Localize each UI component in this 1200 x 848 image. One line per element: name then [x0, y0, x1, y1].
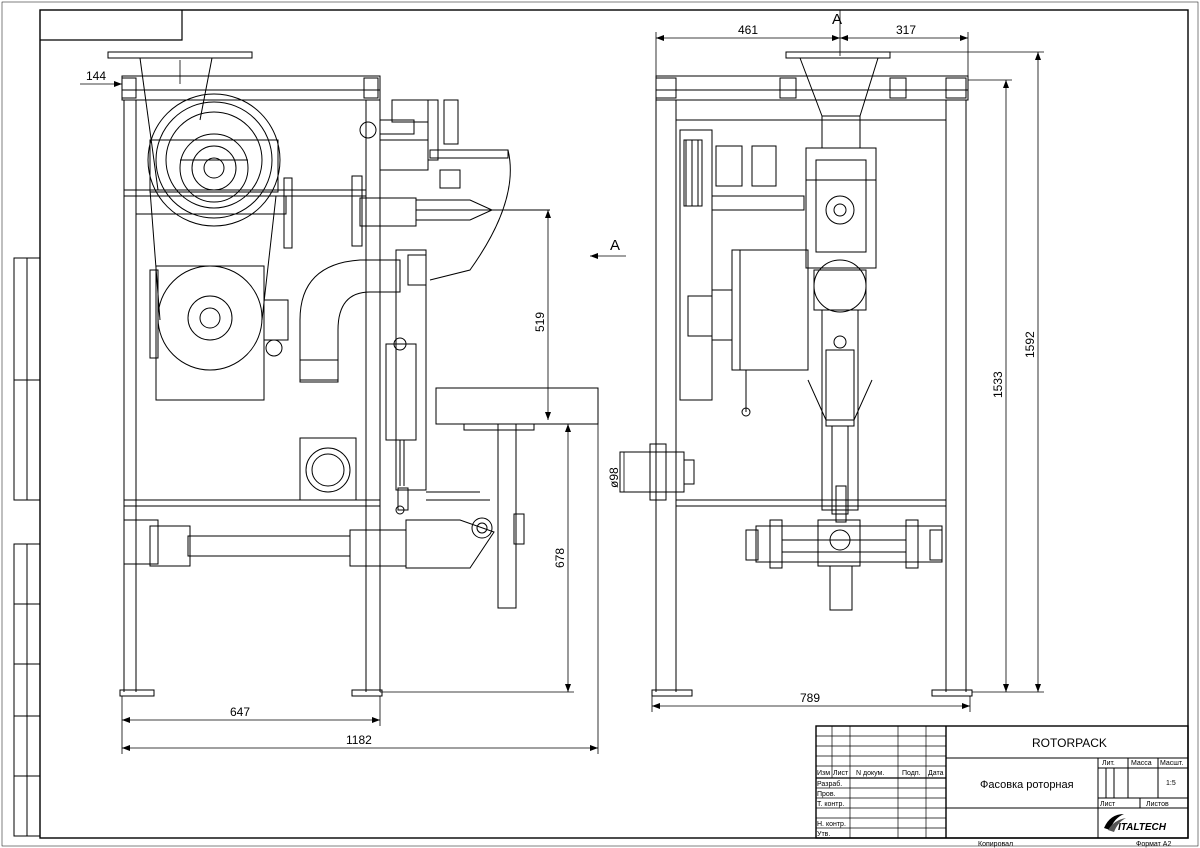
- scale-value: 1:5: [1166, 780, 1176, 787]
- col-data: Дата: [928, 770, 944, 777]
- dim-1592: 1592: [1023, 331, 1037, 358]
- label-format: Формат А2: [1136, 841, 1171, 848]
- label-masshtab: Масшт.: [1160, 760, 1183, 767]
- dim-461: 461: [738, 23, 758, 37]
- title-block: [815, 725, 1189, 839]
- row-prov: Пров.: [817, 791, 836, 798]
- title-company: ROTORPACK: [1032, 736, 1107, 750]
- front-view-drawing: [107, 51, 599, 697]
- section-label-top: A: [832, 11, 842, 28]
- dimension-texts: A A 144 519 678 647 1182 461 317 1592 15…: [86, 11, 1037, 747]
- dim-144: 144: [86, 69, 106, 83]
- dim-678: 678: [553, 548, 567, 568]
- col-izm: Изм: [817, 770, 830, 777]
- section-label-side: A: [610, 237, 620, 254]
- title-product: Фасовка роторная: [980, 779, 1074, 791]
- label-kopiroval: Копировал: [978, 841, 1013, 848]
- logo-text: ITALTECH: [1118, 822, 1167, 833]
- italtech-logo: ITALTECH: [1104, 814, 1167, 833]
- dim-1533: 1533: [991, 371, 1005, 398]
- title-block-texts: ROTORPACK Фасовка роторная Изм Лист N до…: [817, 736, 1183, 848]
- row-utv: Утв.: [817, 831, 830, 838]
- label-massa: Масса: [1131, 760, 1152, 767]
- dim-647: 647: [230, 705, 250, 719]
- row-razrab: Разраб.: [817, 780, 842, 788]
- row-nkontr: Н. контр.: [817, 821, 846, 828]
- dim-317: 317: [896, 23, 916, 37]
- row-tkontr: Т. контр.: [817, 801, 844, 808]
- label-listov: Листов: [1146, 801, 1169, 808]
- col-ndok: N докум.: [856, 770, 884, 777]
- margin-stamp-columns: [13, 257, 41, 837]
- label-list: Лист: [1100, 801, 1116, 808]
- col-list: Лист: [833, 770, 849, 777]
- dim-1182: 1182: [346, 733, 372, 747]
- dim-98: ø98: [607, 467, 621, 488]
- col-podp: Подп.: [902, 770, 921, 777]
- side-view-drawing: [619, 51, 973, 697]
- dim-519: 519: [533, 312, 547, 332]
- dim-789: 789: [800, 691, 820, 705]
- dimension-lines: [80, 10, 1044, 754]
- label-lit: Лит.: [1102, 760, 1115, 767]
